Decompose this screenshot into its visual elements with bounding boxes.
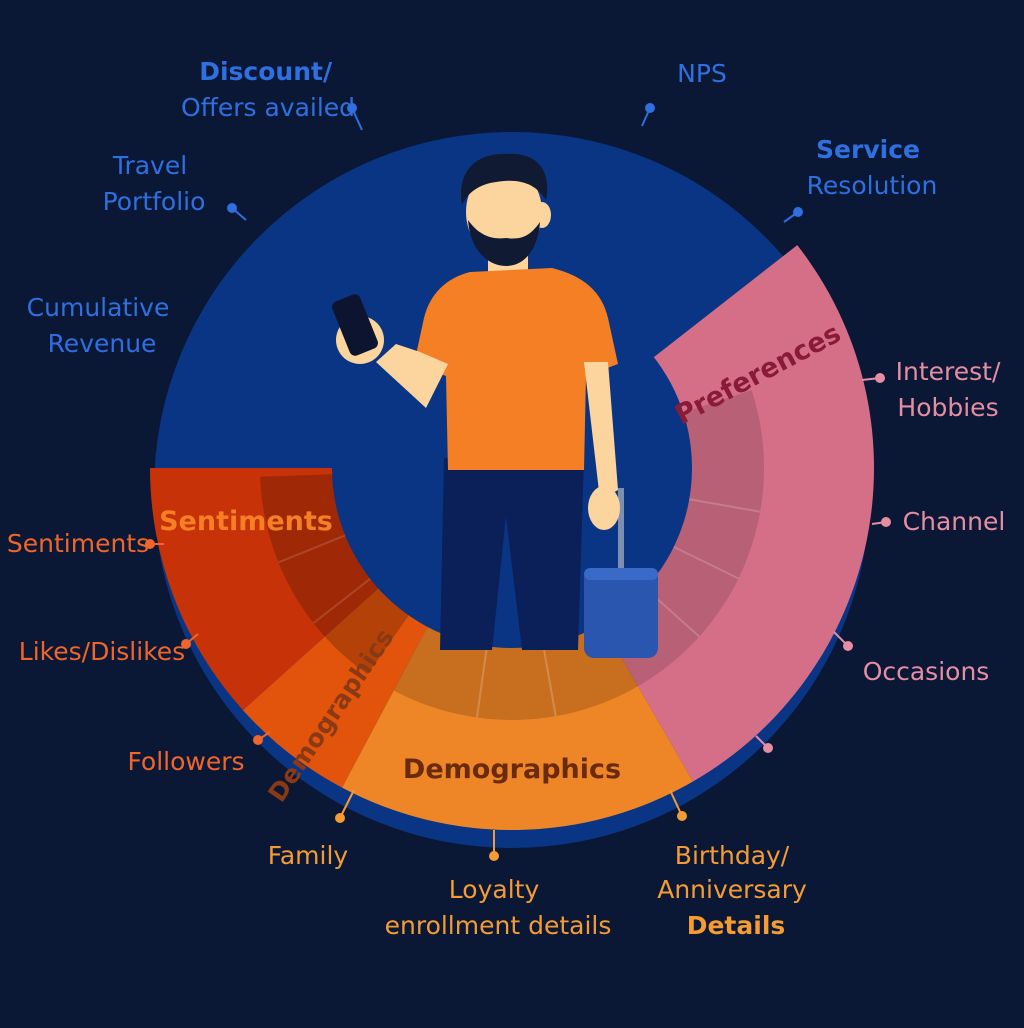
label-service: Service Resolution xyxy=(807,135,938,200)
connector-dot-birthday-top xyxy=(763,743,773,753)
connector-dot-discount xyxy=(347,103,357,113)
label-birthday: Birthday/ Anniversary Details xyxy=(657,841,815,940)
sentiments-inner-band xyxy=(260,474,412,675)
connector-dot-loyalty xyxy=(489,851,499,861)
outer-labels: Discount/ Offers availed NPS Service Res… xyxy=(7,57,1009,940)
connector-dot-interest xyxy=(875,373,885,383)
label-nps: NPS xyxy=(677,59,727,88)
person-with-phone-icon xyxy=(332,153,658,658)
connector-dot-likes xyxy=(181,639,191,649)
luggage-icon xyxy=(584,488,658,658)
label-travel: Travel Portfolio xyxy=(103,151,206,216)
segment-divider xyxy=(277,533,348,564)
segment-divider xyxy=(312,576,373,624)
segment-divider xyxy=(475,644,489,718)
label-likes: Likes/Dislikes xyxy=(19,637,185,666)
connector-dot-family xyxy=(335,813,345,823)
connector-dot-occasions xyxy=(843,641,853,651)
connector-dot-birthday xyxy=(677,811,687,821)
segment-divider xyxy=(687,497,761,513)
label-connectors xyxy=(145,103,891,861)
social-demographics-segment xyxy=(242,585,430,788)
connector-dot-channel xyxy=(881,517,891,527)
label-occasions: Occasions xyxy=(863,657,990,686)
connector-dot-travel xyxy=(227,203,237,213)
connector-dot-nps xyxy=(645,103,655,113)
connector-family xyxy=(339,789,355,819)
demographics-title: Demographics xyxy=(403,754,621,785)
label-discount: Discount/ Offers availed xyxy=(181,57,355,122)
label-followers: Followers xyxy=(127,747,244,776)
label-sentiments: Sentiments xyxy=(7,529,149,558)
connector-dot-sentiments xyxy=(145,539,155,549)
sentiments-segment xyxy=(150,468,382,711)
connector-dot-service xyxy=(793,207,803,217)
demographics-segment xyxy=(342,620,693,830)
label-cumulative: Cumulative Revenue xyxy=(27,293,178,358)
segment-divider xyxy=(541,643,557,717)
label-channel: Channel xyxy=(903,507,1006,536)
connector-dot-followers xyxy=(253,735,263,745)
label-loyalty: Loyalty enrollment details xyxy=(385,875,612,940)
sentiments-title: Sentiments xyxy=(159,506,333,537)
label-interest: Interest/ Hobbies xyxy=(896,357,1009,422)
segment-divider xyxy=(671,545,739,580)
label-family: Family xyxy=(268,841,349,870)
